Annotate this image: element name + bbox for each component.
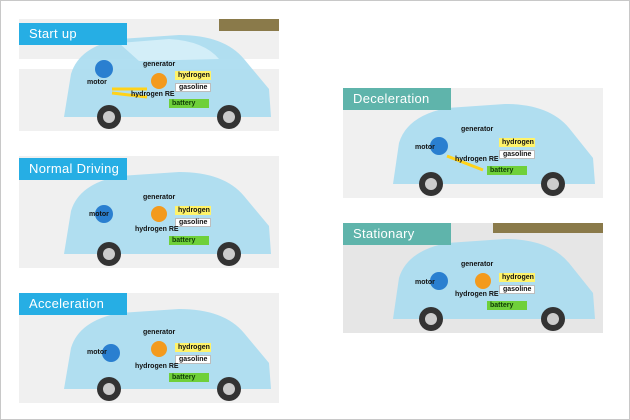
generator-label: generator <box>143 194 176 201</box>
scene-start-up <box>19 19 279 131</box>
gasoline-label: gasoline <box>175 355 211 364</box>
motor-label: motor <box>87 79 107 86</box>
scene-acceleration <box>19 293 279 403</box>
panel-title: Start up <box>19 23 127 45</box>
panel-title: Acceleration <box>19 293 127 315</box>
battery-label: battery <box>487 301 527 310</box>
hydrogen-re-label: hydrogen RE <box>135 226 179 233</box>
panel-stationary: Stationary generator motor hydrogen gaso… <box>343 223 603 333</box>
generator-label: generator <box>461 261 494 268</box>
generator-label: generator <box>461 126 494 133</box>
generator-label: generator <box>143 61 176 68</box>
panel-title: Normal Driving <box>19 158 127 180</box>
hydrogen-label: hydrogen <box>175 206 211 215</box>
panel-title: Deceleration <box>343 88 451 110</box>
gasoline-label: gasoline <box>499 150 535 159</box>
hydrogen-label: hydrogen <box>499 138 535 147</box>
hydrogen-re-label: hydrogen RE <box>131 91 175 98</box>
hydrogen-re-label: hydrogen RE <box>455 291 499 298</box>
panel-acceleration: Acceleration generator motor hydrogen ga… <box>19 293 279 403</box>
panel-start-up: Start up generator motor hydrogen gasoli… <box>19 19 279 131</box>
generator-label: generator <box>143 329 176 336</box>
gasoline-label: gasoline <box>175 218 211 227</box>
hydrogen-label: hydrogen <box>175 71 211 80</box>
battery-label: battery <box>169 373 209 382</box>
hydrogen-label: hydrogen <box>175 343 211 352</box>
battery-label: battery <box>487 166 527 175</box>
hydrogen-re-label: hydrogen RE <box>455 156 499 163</box>
hydrogen-re-label: hydrogen RE <box>135 363 179 370</box>
battery-label: battery <box>169 99 209 108</box>
panel-title: Stationary <box>343 223 451 245</box>
scene-deceleration <box>343 88 603 198</box>
motor-label: motor <box>87 349 107 356</box>
motor-label: motor <box>415 279 435 286</box>
gasoline-label: gasoline <box>175 83 211 92</box>
panel-deceleration: Deceleration generator motor hydrogen ga… <box>343 88 603 198</box>
battery-label: battery <box>169 236 209 245</box>
panel-normal-driving: Normal Driving generator motor hydrogen … <box>19 156 279 268</box>
scene-normal-driving <box>19 156 279 268</box>
motor-label: motor <box>89 211 109 218</box>
motor-label: motor <box>415 144 435 151</box>
gasoline-label: gasoline <box>499 285 535 294</box>
hydrogen-label: hydrogen <box>499 273 535 282</box>
